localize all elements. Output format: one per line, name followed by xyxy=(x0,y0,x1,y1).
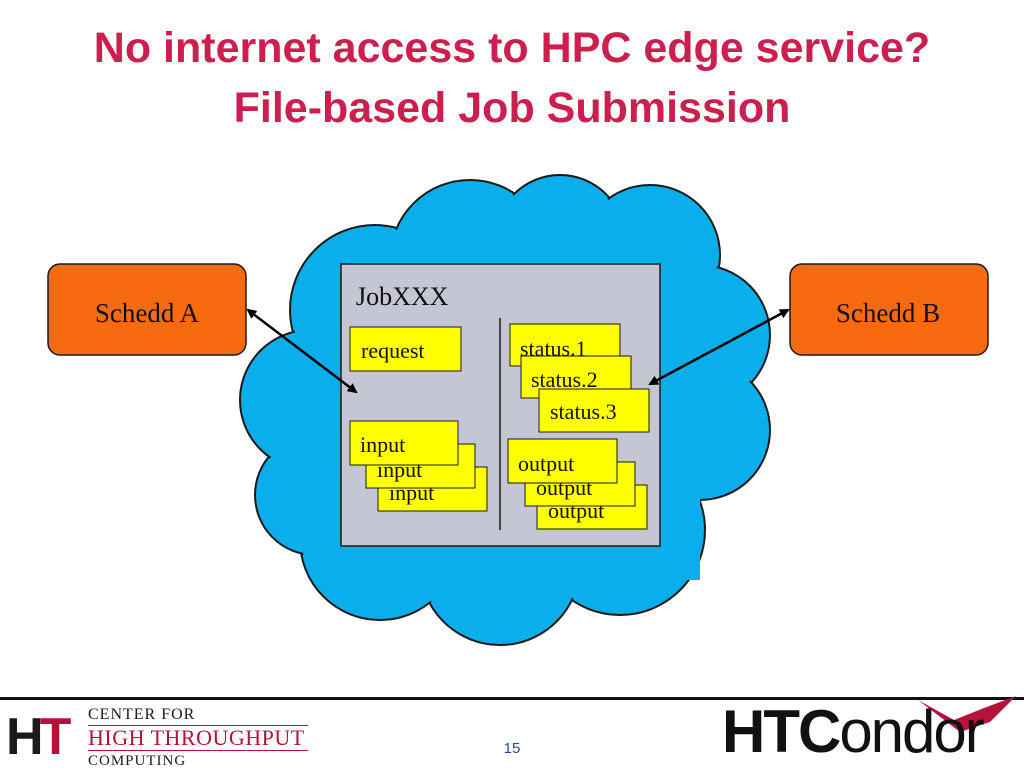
input-file-1: input xyxy=(349,420,459,466)
request-file: request xyxy=(349,326,462,372)
center-for-htc-logo: HT CENTER FOR HIGH THROUGHPUT COMPUTING xyxy=(6,705,308,769)
ht-logo-line-1: CENTER FOR xyxy=(88,706,196,723)
status-file-3-label: status.3 xyxy=(550,399,617,424)
slide-title-line-1: No internet access to HPC edge service? xyxy=(93,24,931,72)
page-number: 15 xyxy=(503,740,521,757)
ht-logo-rule-1 xyxy=(88,725,308,726)
htcondor-regular-part: ondor xyxy=(839,698,984,765)
schedd-b-label: Schedd B xyxy=(836,298,940,328)
htcondor-wordmark: HTCondor xyxy=(722,698,985,765)
htcondor-bold-part: HTC xyxy=(722,698,841,765)
ht-logo-rule-2 xyxy=(88,750,308,751)
condor-wing-icon xyxy=(918,696,1016,732)
ht-logo-line-2: HIGH THROUGHPUT xyxy=(88,725,305,750)
ht-logo-line-3: COMPUTING xyxy=(88,753,187,769)
schedd-a-label: Schedd A xyxy=(95,298,200,328)
output-file-1: output xyxy=(507,438,618,484)
ht-logo-text: CENTER FOR HIGH THROUGHPUT COMPUTING xyxy=(88,705,308,770)
slide-title-line-2: File-based Job Submission xyxy=(233,84,791,132)
arrow-schedd-a-to-folder xyxy=(246,308,358,394)
ht-mark-t: T xyxy=(39,708,72,766)
status-file-3: status.3 xyxy=(538,388,650,433)
output-file-1-label: output xyxy=(518,451,574,476)
arrow-schedd-b-to-folder xyxy=(648,308,790,386)
schedd-a-node: Schedd A xyxy=(47,263,247,356)
htcondor-logo: HTCondor xyxy=(722,692,1018,768)
footer-divider xyxy=(0,697,1024,700)
ht-mark-h: H xyxy=(6,708,44,766)
file-submission-diagram: JobXXX request input input input status.… xyxy=(47,174,989,646)
schedd-b-node: Schedd B xyxy=(789,263,989,356)
status-file-2-label: status.2 xyxy=(531,367,598,392)
ht-mark: HT xyxy=(6,708,72,766)
request-file-label: request xyxy=(361,338,425,363)
input-file-1-label: input xyxy=(360,432,405,457)
job-folder-title: JobXXX xyxy=(356,282,449,311)
